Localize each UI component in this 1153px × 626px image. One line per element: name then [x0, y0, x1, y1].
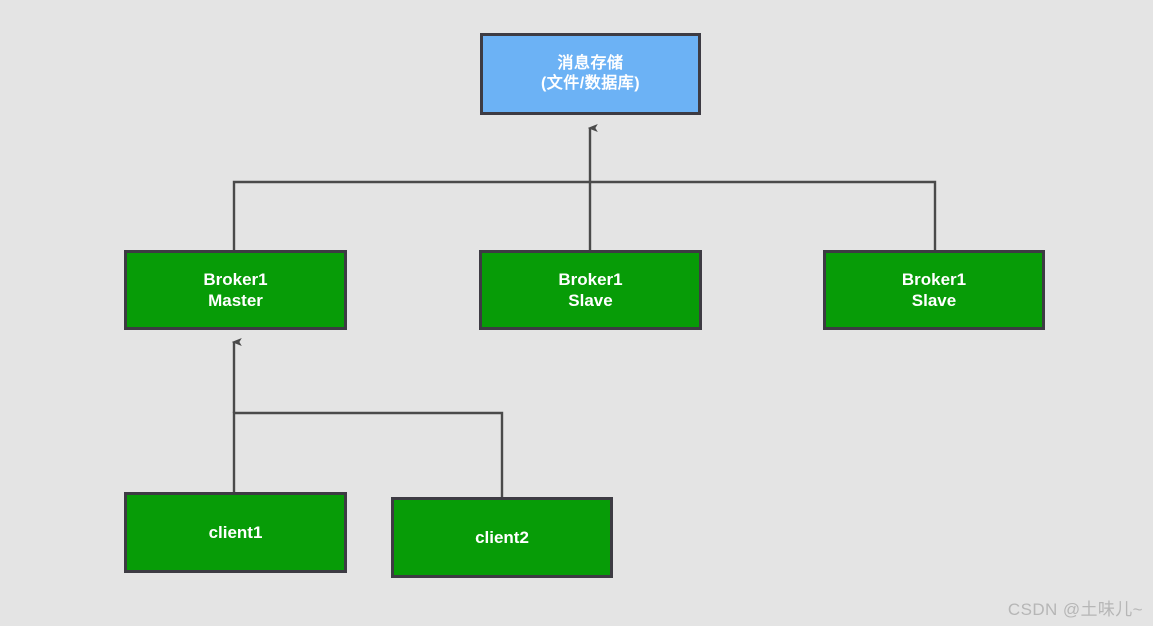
node-broker1-master[interactable]: Broker1 Master — [124, 250, 347, 330]
node-message-storage[interactable]: 消息存储 (文件/数据库) — [480, 33, 701, 115]
node-broker1-slave-1[interactable]: Broker1 Slave — [479, 250, 702, 330]
node-broker1-slave-1-line2: Slave — [568, 291, 613, 310]
node-client2[interactable]: client2 — [391, 497, 613, 578]
node-client1[interactable]: client1 — [124, 492, 347, 573]
node-client1-label: client1 — [208, 522, 263, 542]
watermark: CSDN @土味儿~ — [1007, 600, 1143, 619]
node-broker1-slave-2-line1: Broker1 — [901, 269, 967, 289]
node-broker1-slave-2[interactable]: Broker1 Slave — [823, 250, 1045, 330]
edge-brokers-to-storage — [232, 124, 937, 250]
node-message-storage-line2: (文件/数据库) — [540, 75, 641, 92]
node-client2-label: client2 — [475, 527, 529, 547]
node-broker1-slave-2-line2: Slave — [911, 291, 957, 310]
node-broker1-master-line1: Broker1 — [203, 269, 268, 289]
node-message-storage-line1: 消息存储 — [557, 55, 624, 73]
edge-clients-to-broker-master — [231, 338, 504, 497]
node-broker1-slave-1-line1: Broker1 — [558, 269, 623, 289]
node-broker1-master-line2: Master — [208, 291, 263, 310]
